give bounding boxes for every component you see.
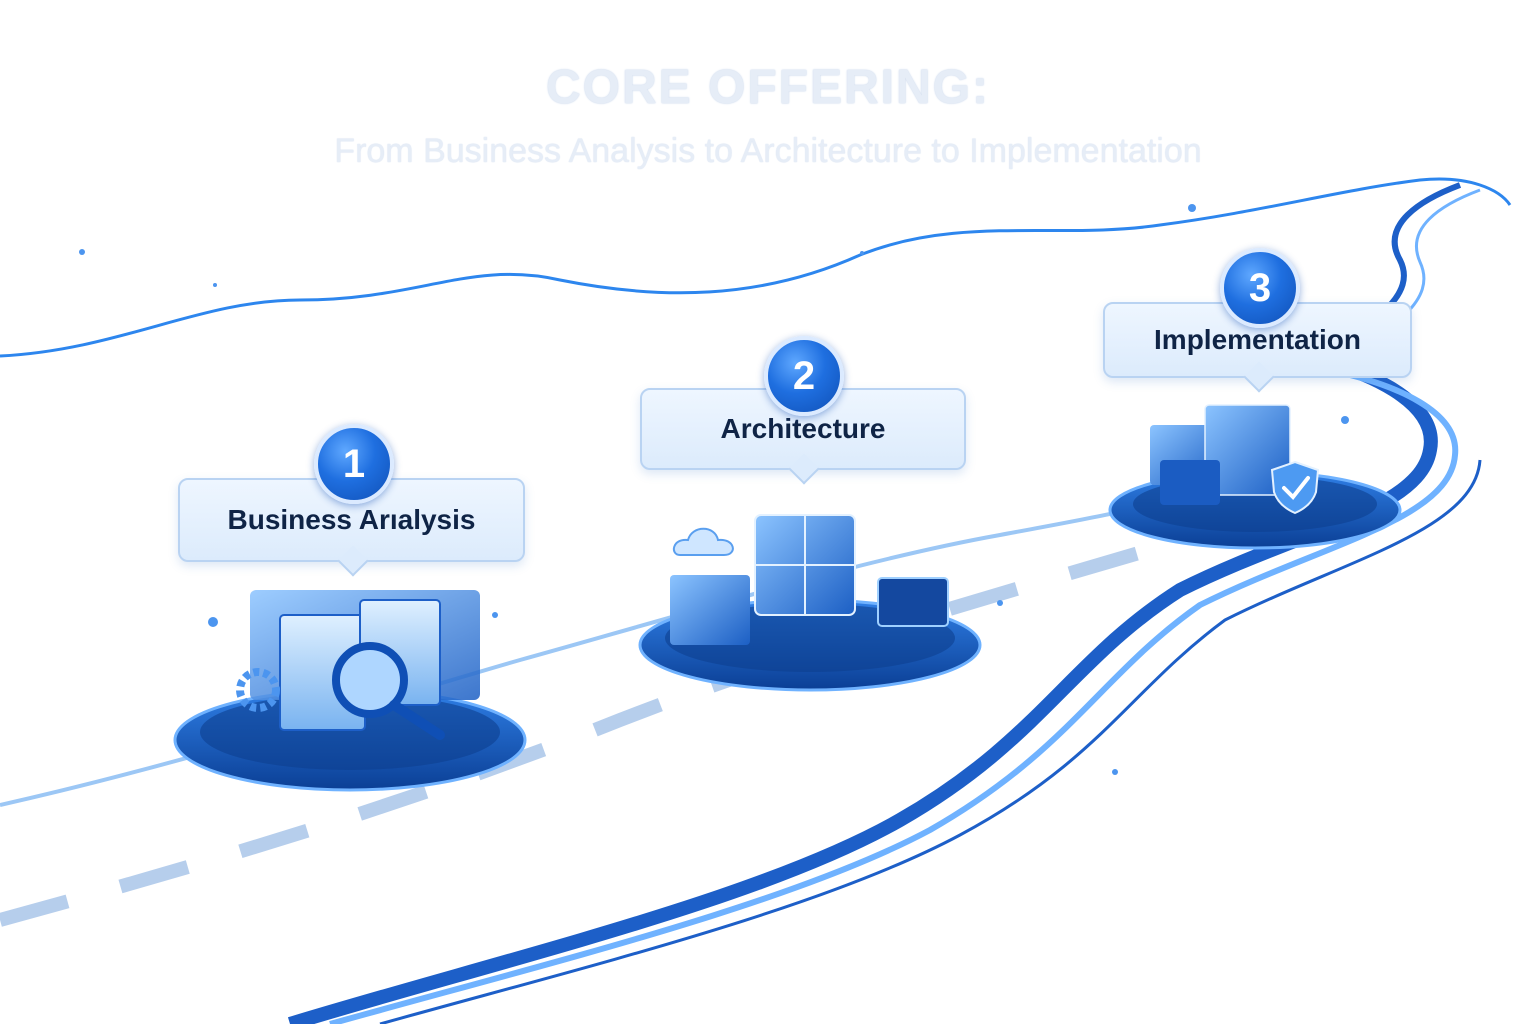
magnifying-glass-icon [332,642,408,718]
platform-1 [173,590,527,792]
platform-3 [1108,404,1402,550]
gear-icon [236,668,280,712]
horizon-line [0,177,1512,358]
step-2-label: Architecture [720,413,886,444]
paint-specks [79,204,1349,775]
shield-check-icon [1270,460,1320,515]
step-2-badge: 2 [764,336,844,416]
step-3-badge: 3 [1220,248,1300,328]
cloud-icon [672,527,734,556]
road-edge-right-outer [379,459,1482,1024]
page-subtitle: From Business Analysis to Architecture t… [334,132,1202,170]
road-edge-right [287,353,1438,1024]
step-1-label: Business Arıalysis [227,504,476,535]
road-edge-left [0,493,1181,807]
step-1-badge: 1 [314,424,394,504]
road-center-dashes [0,528,1202,927]
road-edge-right-glow [329,372,1459,1024]
step-3-label: Implementation [1154,324,1361,355]
platform-2 [638,514,982,692]
page-title: CORE OFFERING: [546,61,990,114]
